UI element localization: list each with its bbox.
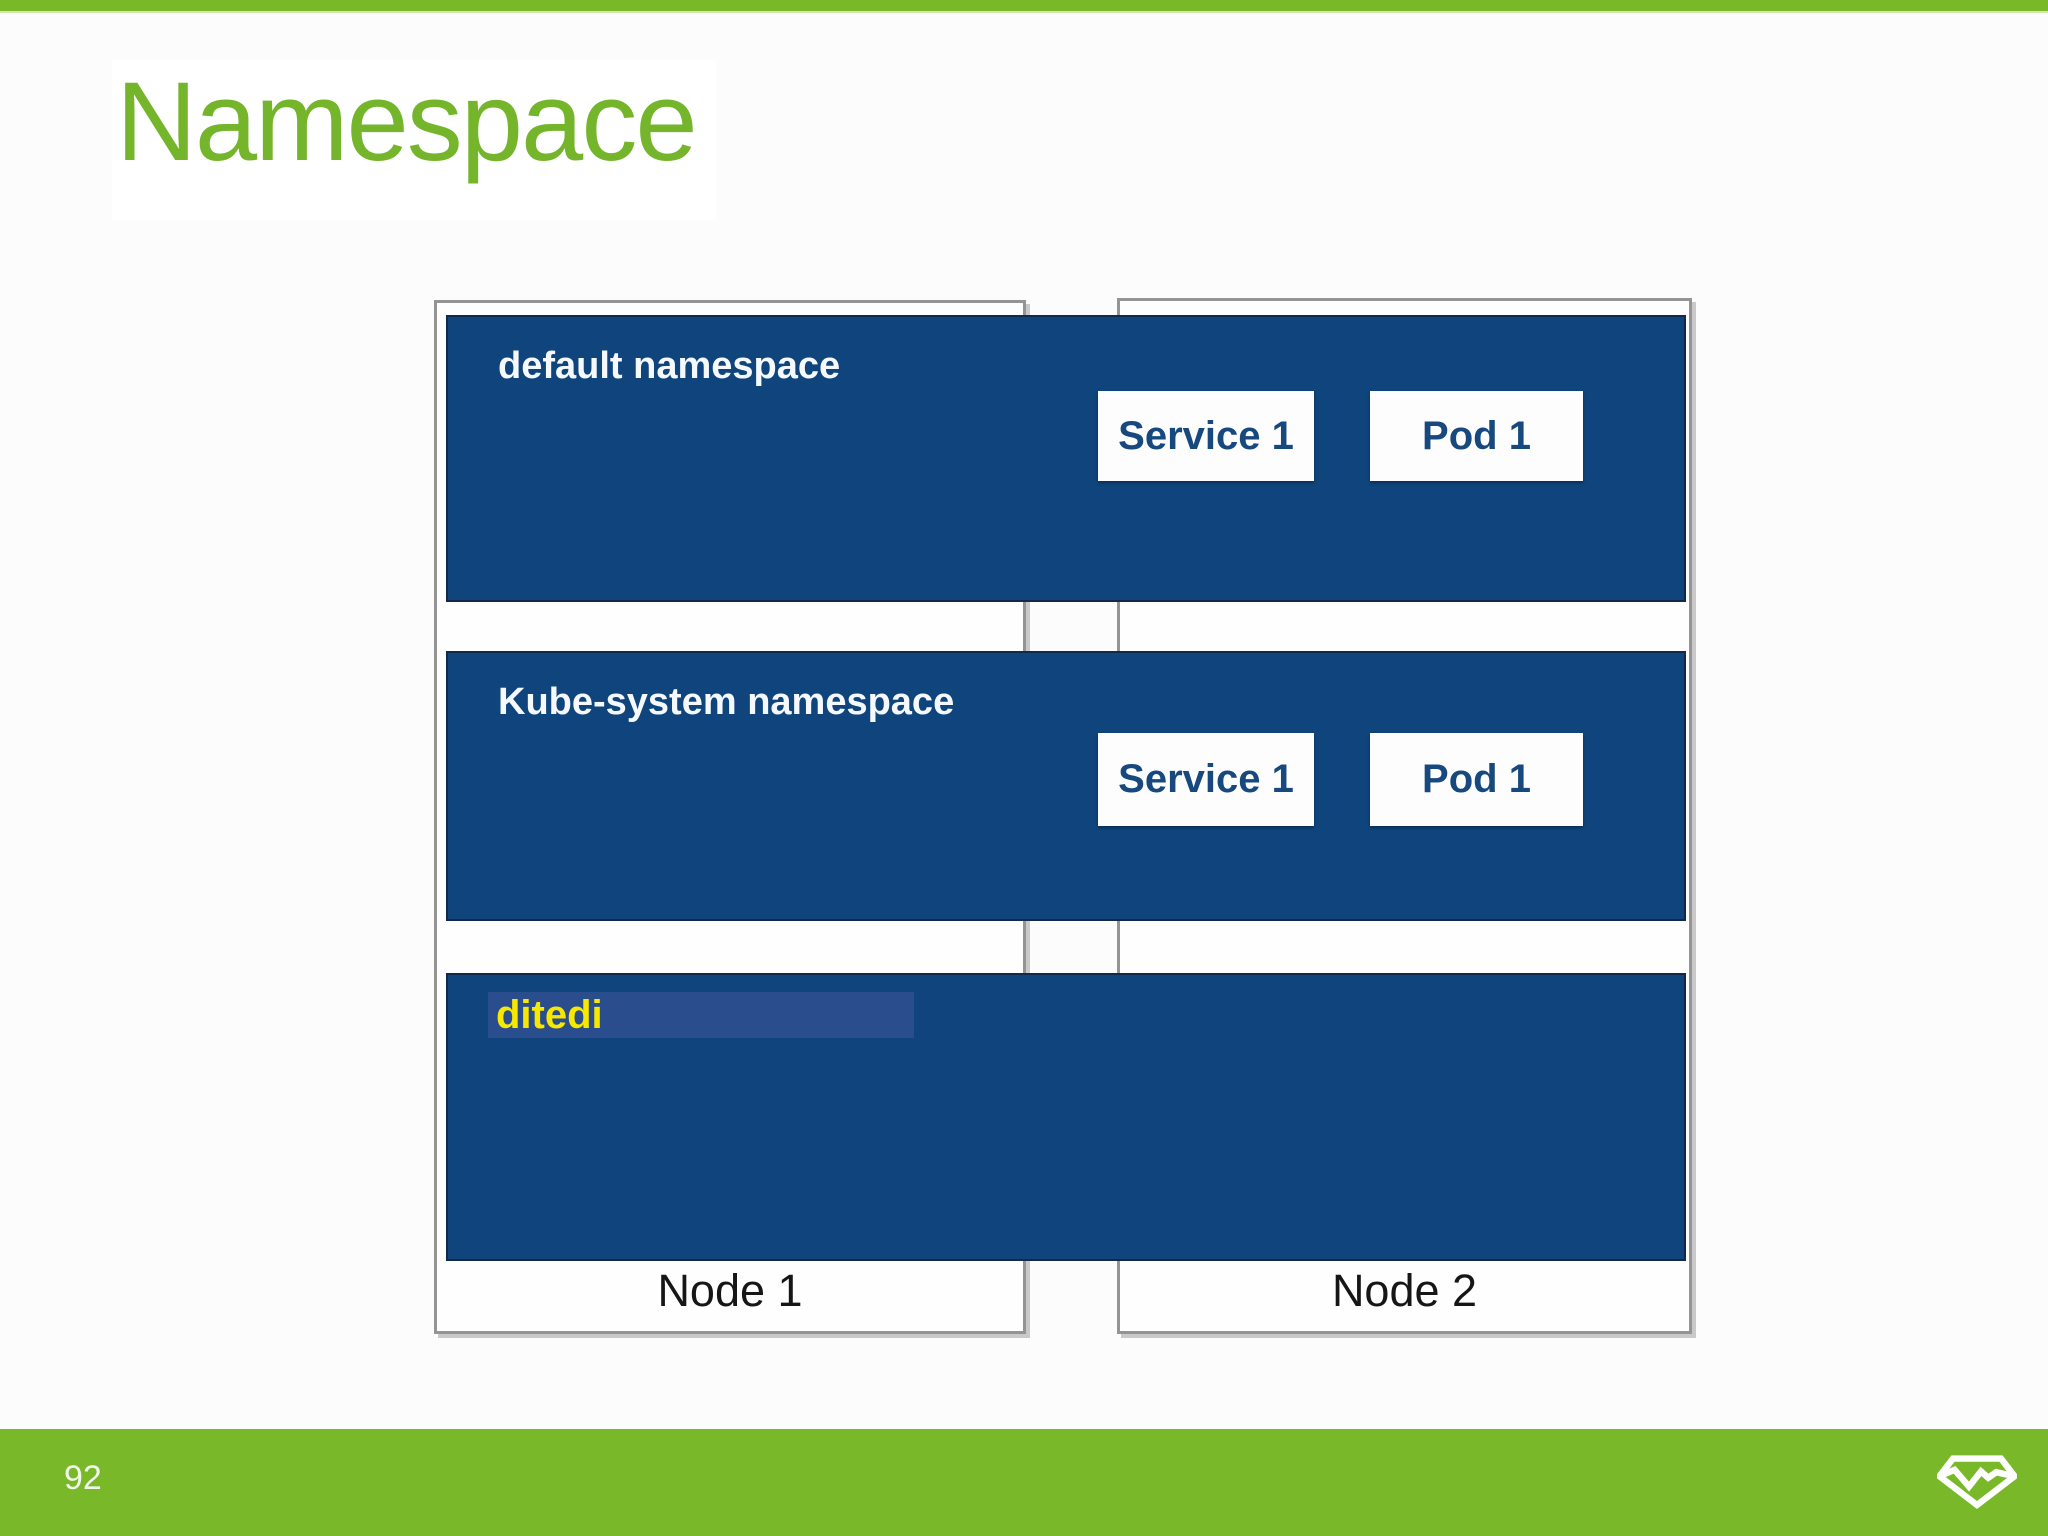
gem-pulse-logo-icon [1937,1455,2017,1510]
namespace-band-kube-system: Kube-system namespace Service 1 Pod 1 [446,651,1686,921]
title-backing-box [112,60,716,220]
page-title: Namespace [116,59,698,184]
pod-box: Pod 1 [1370,733,1583,826]
node-2-label: Node 2 [1331,1265,1478,1316]
namespace-label-highlighted: ditedi [488,992,914,1038]
footer-bar: 92 [0,1429,2048,1536]
top-accent-bar [0,0,2048,13]
namespace-label-kube-system: Kube-system namespace [498,681,955,723]
namespace-band-edited: ditedi [446,973,1686,1261]
pod-box: Pod 1 [1370,391,1583,481]
service-box: Service 1 [1098,733,1314,826]
service-box: Service 1 [1098,391,1314,481]
page-number: 92 [64,1459,102,1497]
node-1-label: Node 1 [657,1265,803,1316]
namespace-band-default: default namespace Service 1 Pod 1 [446,315,1686,602]
namespace-label-default: default namespace [498,345,841,387]
